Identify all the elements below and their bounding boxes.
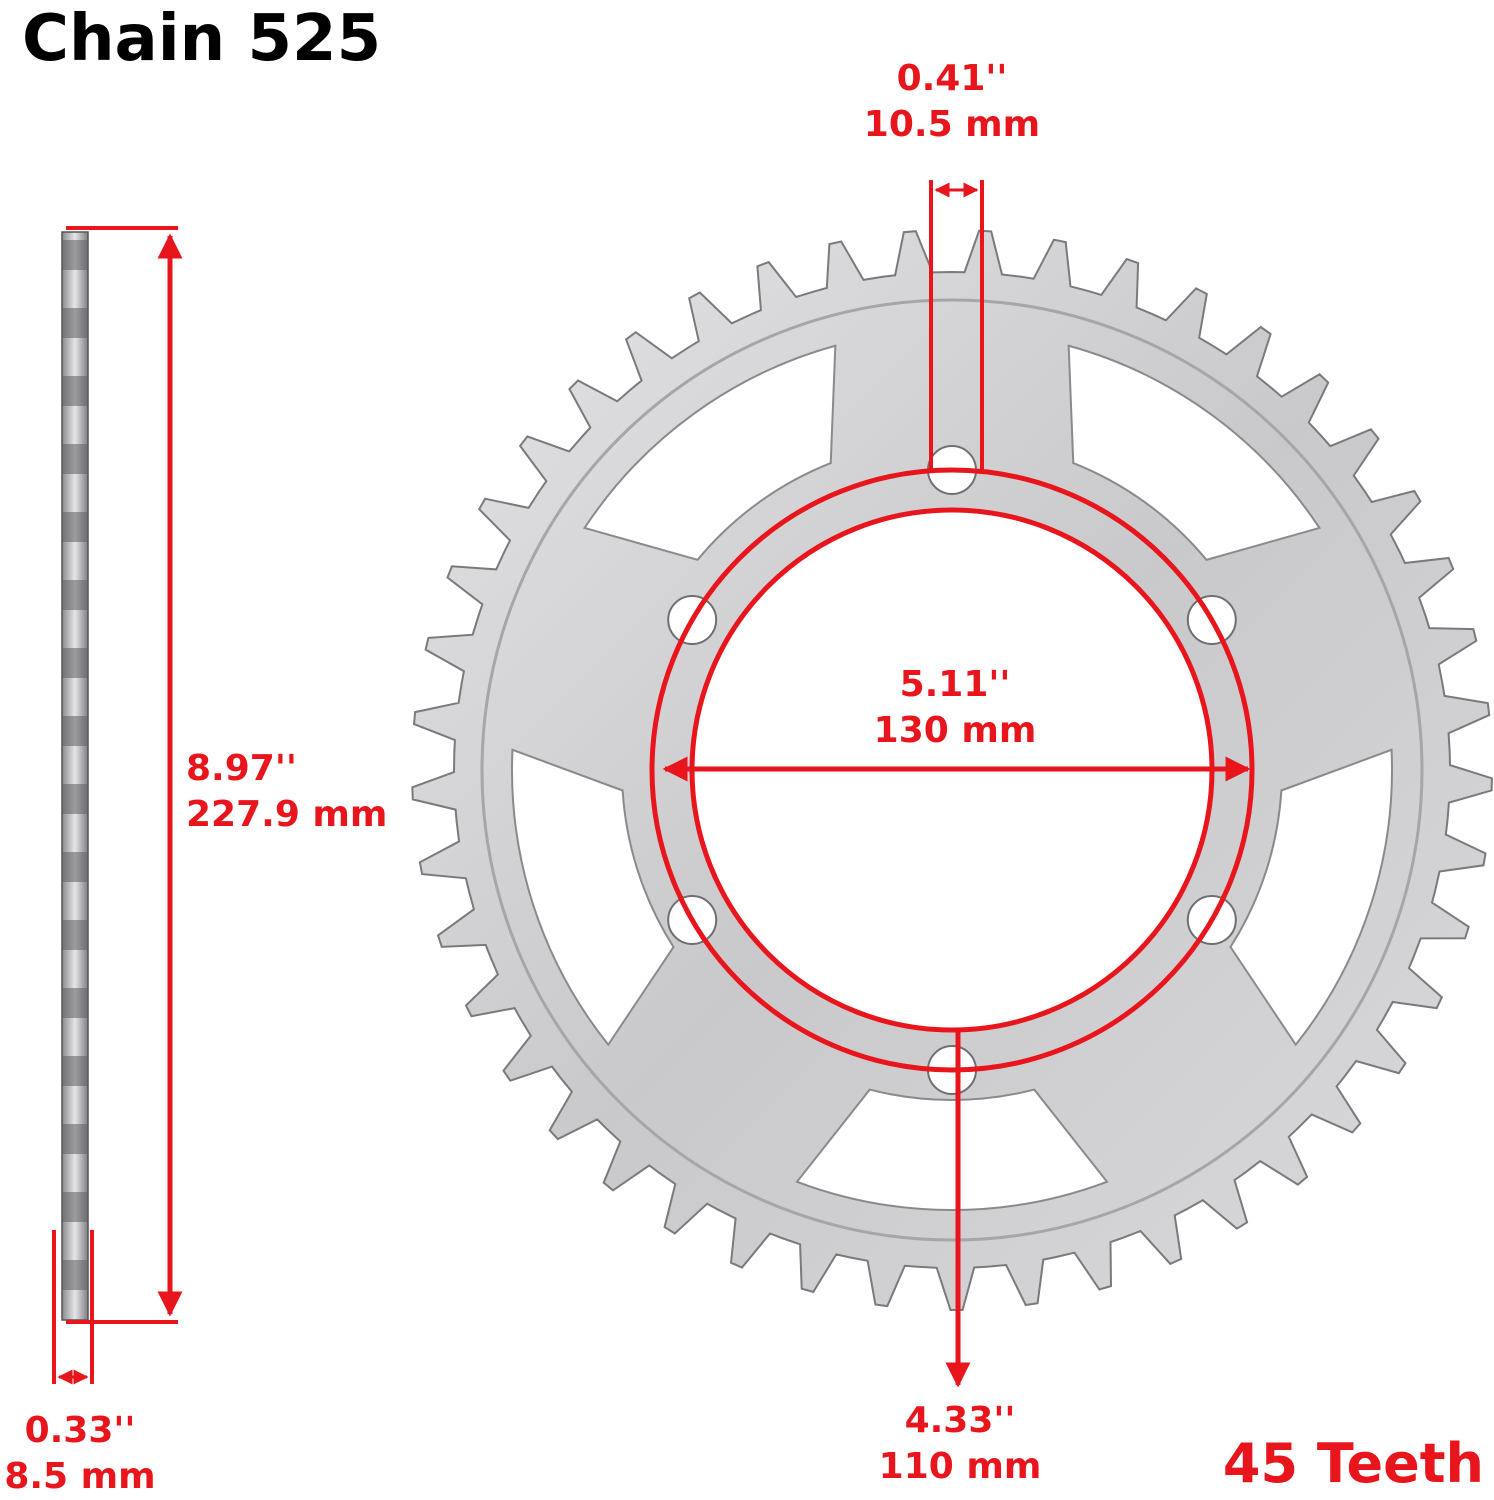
lightening-hole xyxy=(582,344,837,561)
tooth-width-label: 0.41'' 10.5 mm xyxy=(862,56,1042,148)
side-view-segment xyxy=(62,852,88,882)
page-title: Chain 525 xyxy=(22,2,382,76)
side-view-segment xyxy=(62,988,88,1018)
lightening-hole xyxy=(511,748,675,1047)
bolt-circle-inch: 5.11'' xyxy=(899,664,1011,705)
sprocket-side-view xyxy=(61,231,89,1321)
side-view-segment xyxy=(62,512,88,542)
dimension-lines xyxy=(52,180,1255,1388)
side-view-segment xyxy=(62,308,88,338)
center-bore-label: 4.33'' 110 mm xyxy=(860,1398,1060,1490)
side-view-segment xyxy=(62,376,88,406)
side-view-segment xyxy=(62,920,88,950)
center-bore-inch: 4.33'' xyxy=(904,1400,1016,1441)
lightening-holes xyxy=(511,344,1393,1211)
side-view-segment xyxy=(62,648,88,678)
thickness-mm: 8.5 mm xyxy=(4,1456,156,1497)
outer-diameter-mm: 227.9 mm xyxy=(186,794,388,835)
side-view-segment xyxy=(62,1124,88,1154)
tooth-width-inch: 0.41'' xyxy=(896,58,1008,99)
outer-diameter-inch: 8.97'' xyxy=(186,748,297,789)
rim-groove xyxy=(480,298,1424,1242)
side-view-segment xyxy=(62,580,88,610)
tooth-width-mm: 10.5 mm xyxy=(863,104,1041,145)
side-view-segment xyxy=(62,1192,88,1222)
teeth-count-label: 45 Teeth xyxy=(1222,1432,1484,1495)
center-bore-mm: 110 mm xyxy=(878,1446,1042,1487)
thickness-inch: 0.33'' xyxy=(24,1410,136,1451)
side-view-segment xyxy=(62,240,88,270)
outer-diameter-label: 8.97'' 227.9 mm xyxy=(186,746,387,838)
thickness-label: 0.33'' 8.5 mm xyxy=(0,1408,160,1500)
bolt-circle-label: 5.11'' 130 mm xyxy=(855,662,1055,754)
lightening-hole xyxy=(1067,344,1322,561)
side-view-segment xyxy=(62,716,88,746)
bolt-circle-ring xyxy=(649,467,1255,1073)
side-view-segment xyxy=(62,444,88,474)
side-view-segment xyxy=(62,784,88,814)
lightening-hole xyxy=(1229,748,1393,1047)
bolt-circle-mm: 130 mm xyxy=(873,710,1037,751)
side-view-segment xyxy=(62,1260,88,1290)
side-view-segment xyxy=(62,1056,88,1086)
side-view-segments xyxy=(62,240,88,1290)
